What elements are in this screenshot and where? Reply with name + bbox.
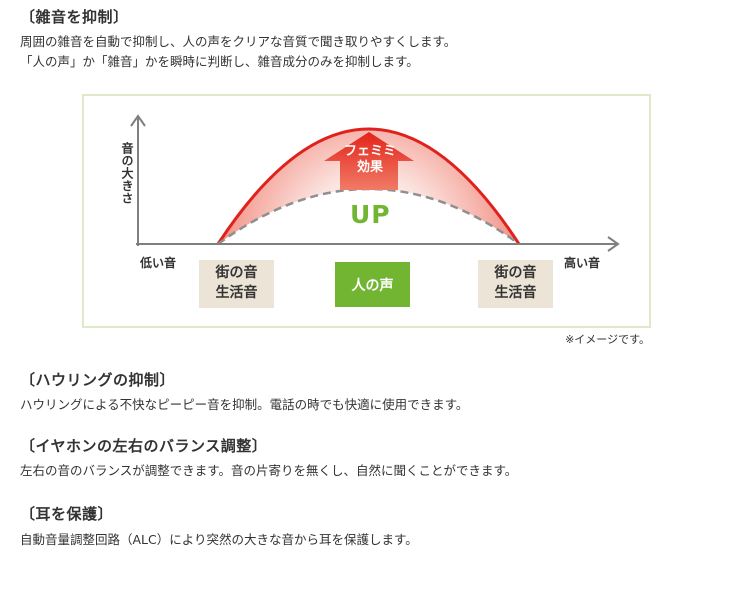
right-noise-tag-line-2: 生活音 <box>494 285 537 301</box>
noise-description-line-2: 「人の声」か「雑音」かを瞬時に判断し、雑音成分のみを抑制します。 <box>20 54 419 69</box>
x-axis-low-label: 低い音 <box>140 256 177 270</box>
boosted-voice-curve <box>216 127 521 245</box>
section-title-balance: 〔イヤホンの左右のバランス調整〕 <box>20 437 268 455</box>
right-noise-tag: 街の音 生活音 <box>478 260 553 308</box>
up-label: UP <box>350 200 391 229</box>
left-noise-tag: 街の音 生活音 <box>199 260 274 308</box>
balance-description: 左右の音のバランスが調整できます。音の片寄りを無くし、自然に聞くことができます。 <box>20 463 518 478</box>
noise-description-line-1: 周囲の雑音を自動で抑制し、人の声をクリアな音質で聞き取りやすくします。 <box>20 34 457 49</box>
effect-arrow-label-line-1: フェミミ <box>343 144 396 159</box>
section-title-howling: 〔ハウリングの抑制〕 <box>20 371 176 389</box>
y-axis-label: 音の大きさ <box>120 142 134 205</box>
ear-protection-description: 自動音量調整回路（ALC）により突然の大きな音から耳を保護します。 <box>20 532 418 547</box>
voice-tag: 人の声 <box>335 262 410 307</box>
right-noise-tag-line-1: 街の音 <box>494 265 537 281</box>
effect-arrow-label: フェミミ 効果 <box>320 144 420 176</box>
noise-suppression-diagram: 音の大きさ 低い音 高い音 フェミミ 効果 UP 街の音 生活音 人の声 街の音… <box>82 94 651 328</box>
section-title-ear-protection: 〔耳を保護〕 <box>20 505 114 523</box>
howling-description: ハウリングによる不快なピーピー音を抑制。電話の時でも快適に使用できます。 <box>20 397 469 412</box>
left-noise-tag-line-2: 生活音 <box>215 285 258 301</box>
effect-arrow-label-line-2: 効果 <box>356 160 383 175</box>
x-axis-high-label: 高い音 <box>564 256 601 270</box>
image-note: ※イメージです。 <box>565 333 650 346</box>
y-axis-arrowhead <box>130 114 146 127</box>
effect-arrow <box>324 132 414 190</box>
section-title-noise: 〔雑音を抑制〕 <box>20 8 129 26</box>
left-noise-tag-line-1: 街の音 <box>215 265 258 281</box>
diagram-graphics <box>130 114 620 252</box>
x-axis-arrowhead <box>607 236 620 252</box>
